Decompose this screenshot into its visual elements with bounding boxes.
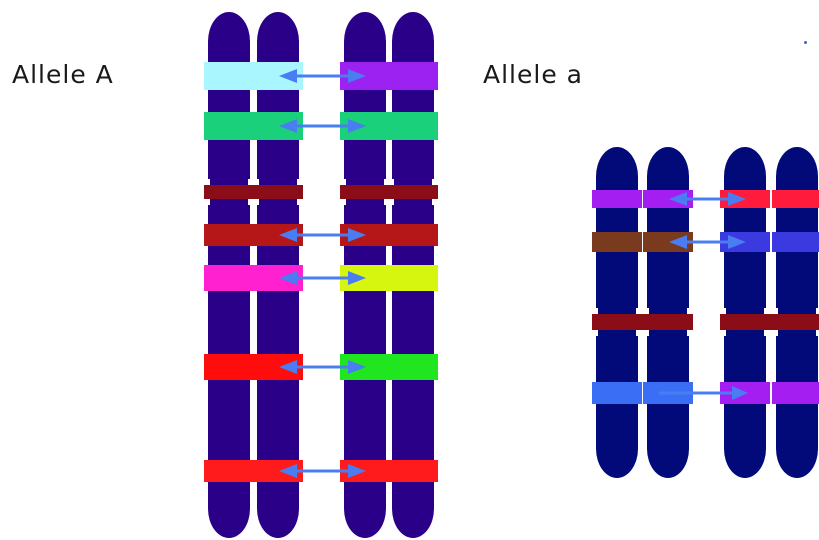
allele-A-band-6-homolog-2-chromatid-2 bbox=[388, 460, 438, 482]
allele-A-centromere-2 bbox=[340, 185, 438, 199]
allele-A-centromere-1 bbox=[204, 185, 303, 199]
allele-a-band-2-homolog-1-chromatid-1 bbox=[592, 232, 642, 252]
allele-a-band-3-homolog-2-chromatid-2 bbox=[772, 382, 819, 404]
allele-a-centromere-1 bbox=[592, 314, 693, 330]
allele-a-band-2-homolog-2-chromatid-2 bbox=[772, 232, 819, 252]
allele-A-band-1-homolog-2-chromatid-2 bbox=[388, 62, 438, 90]
allele-A-band-2-homolog-2-chromatid-2 bbox=[388, 112, 438, 140]
allele-A-band-6-homolog-1-chromatid-1 bbox=[204, 460, 254, 482]
allele-A-band-2-homolog-1-chromatid-1 bbox=[204, 112, 254, 140]
allele-a-band-1-homolog-1-chromatid-1 bbox=[592, 190, 642, 208]
allele-a-band-1-homolog-2-chromatid-2 bbox=[772, 190, 819, 208]
allele-A-band-3-homolog-2-chromatid-2 bbox=[388, 224, 438, 246]
allele-a-band-3-homolog-1-chromatid-1 bbox=[592, 382, 642, 404]
allele-A-band-4-homolog-2-chromatid-2 bbox=[388, 265, 438, 291]
allele-A-band-5-homolog-2-chromatid-2 bbox=[388, 354, 438, 380]
allele-A-band-1-homolog-1-chromatid-1 bbox=[204, 62, 254, 90]
allele-A-band-4-homolog-1-chromatid-1 bbox=[204, 265, 254, 291]
allele-A-band-5-homolog-1-chromatid-1 bbox=[204, 354, 254, 380]
allele-a-centromere-2 bbox=[720, 314, 819, 330]
allele-A-band-3-homolog-1-chromatid-1 bbox=[204, 224, 254, 246]
